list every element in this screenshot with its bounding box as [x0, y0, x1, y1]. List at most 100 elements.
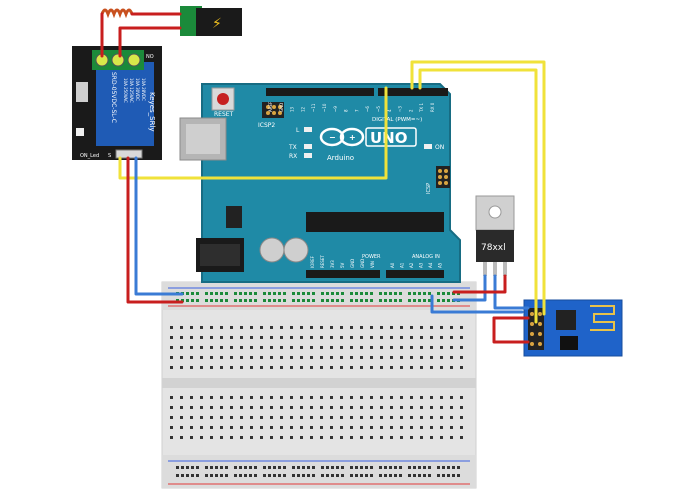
wire-regulator-in-red	[452, 274, 507, 294]
rail-hole	[423, 466, 426, 469]
relay-spec-1: 10A 250VAC	[123, 78, 128, 103]
rail-hole	[302, 292, 305, 295]
rail-hole	[278, 299, 281, 302]
rail-hole	[452, 474, 455, 477]
esp-antenna	[590, 305, 615, 331]
rail-hole	[452, 292, 455, 295]
terminal-hole	[400, 406, 403, 409]
icsp2-label: ICSP2	[258, 122, 275, 129]
rail-hole	[205, 299, 208, 302]
rail-hole	[254, 474, 257, 477]
rail-hole	[249, 466, 252, 469]
led-on	[424, 144, 432, 149]
terminal-hole	[270, 406, 273, 409]
digital-label: DIGITAL (PWM=~)	[372, 117, 422, 123]
terminal-hole	[250, 366, 253, 369]
terminal-hole	[320, 326, 323, 329]
terminal-hole	[210, 346, 213, 349]
rail-hole	[225, 474, 228, 477]
pin-label: ~11	[311, 103, 316, 112]
arduino-logo: − +	[319, 127, 365, 147]
terminal-hole	[440, 336, 443, 339]
rx-label: RX	[289, 153, 297, 160]
pin-label: ~6	[365, 106, 370, 112]
terminal-hole	[380, 416, 383, 419]
tx-label: TX	[288, 144, 297, 151]
terminal-hole	[210, 406, 213, 409]
terminal-hole	[350, 416, 353, 419]
rail-hole	[297, 466, 300, 469]
relay-spec-4: 10A 28VDC	[141, 78, 146, 101]
rail-hole	[220, 292, 223, 295]
rail-hole	[370, 292, 373, 295]
terminal-hole	[380, 336, 383, 339]
terminal-hole	[310, 416, 313, 419]
terminal-hole	[220, 406, 223, 409]
terminal-hole	[350, 426, 353, 429]
terminal-hole	[350, 406, 353, 409]
terminal-hole	[310, 366, 313, 369]
terminal-hole	[270, 326, 273, 329]
capacitor-2	[283, 237, 309, 263]
terminal-hole	[230, 366, 233, 369]
terminal-hole	[170, 406, 173, 409]
rail-hole	[225, 299, 228, 302]
rail-hole	[418, 466, 421, 469]
terminal-hole	[190, 416, 193, 419]
terminal-hole	[350, 336, 353, 339]
terminal-hole	[390, 396, 393, 399]
led-rx	[304, 153, 312, 158]
pin-label: A2	[409, 262, 414, 268]
terminal-hole	[370, 366, 373, 369]
terminal-hole	[300, 346, 303, 349]
terminal-hole	[200, 336, 203, 339]
terminal-hole	[180, 346, 183, 349]
rail-hole	[360, 299, 363, 302]
pin-label: TX 1	[419, 103, 424, 113]
rail-hole	[215, 292, 218, 295]
reset-label: RESET	[214, 111, 234, 118]
terminal-hole	[320, 366, 323, 369]
terminal-hole	[340, 426, 343, 429]
terminal-hole	[240, 396, 243, 399]
rail-hole	[273, 474, 276, 477]
terminal-hole	[230, 326, 233, 329]
terminal-hole	[180, 406, 183, 409]
rail-hole	[215, 474, 218, 477]
terminal-hole	[210, 396, 213, 399]
rail-hole	[413, 466, 416, 469]
esp-flash	[560, 336, 578, 350]
terminal-hole	[270, 346, 273, 349]
rail-hole	[399, 474, 402, 477]
analog-header	[386, 270, 444, 278]
terminal-hole	[290, 436, 293, 439]
terminal-hole	[190, 336, 193, 339]
terminal-hole	[440, 346, 443, 349]
lightning-icon: ⚡	[212, 16, 222, 32]
rail-hole	[196, 299, 199, 302]
terminal-hole	[170, 346, 173, 349]
rail-hole	[370, 466, 373, 469]
rail-hole	[176, 466, 179, 469]
relay-diode	[76, 82, 88, 102]
rail-hole	[234, 292, 237, 295]
rail-hole	[176, 474, 179, 477]
rail-hole	[292, 292, 295, 295]
reset-button-cap[interactable]	[217, 93, 229, 105]
rail-hole	[384, 474, 387, 477]
rail-hole	[302, 474, 305, 477]
rail-hole	[389, 299, 392, 302]
terminal-hole	[300, 336, 303, 339]
pin-label: 12	[300, 106, 305, 112]
terminal-hole	[440, 416, 443, 419]
terminal-hole	[430, 336, 433, 339]
terminal-hole	[380, 346, 383, 349]
rail-hole	[302, 299, 305, 302]
terminal-hole	[260, 396, 263, 399]
rail-hole	[225, 292, 228, 295]
rail-hole	[234, 466, 237, 469]
terminal-hole	[430, 366, 433, 369]
rail-hole	[394, 299, 397, 302]
terminal-hole	[200, 426, 203, 429]
